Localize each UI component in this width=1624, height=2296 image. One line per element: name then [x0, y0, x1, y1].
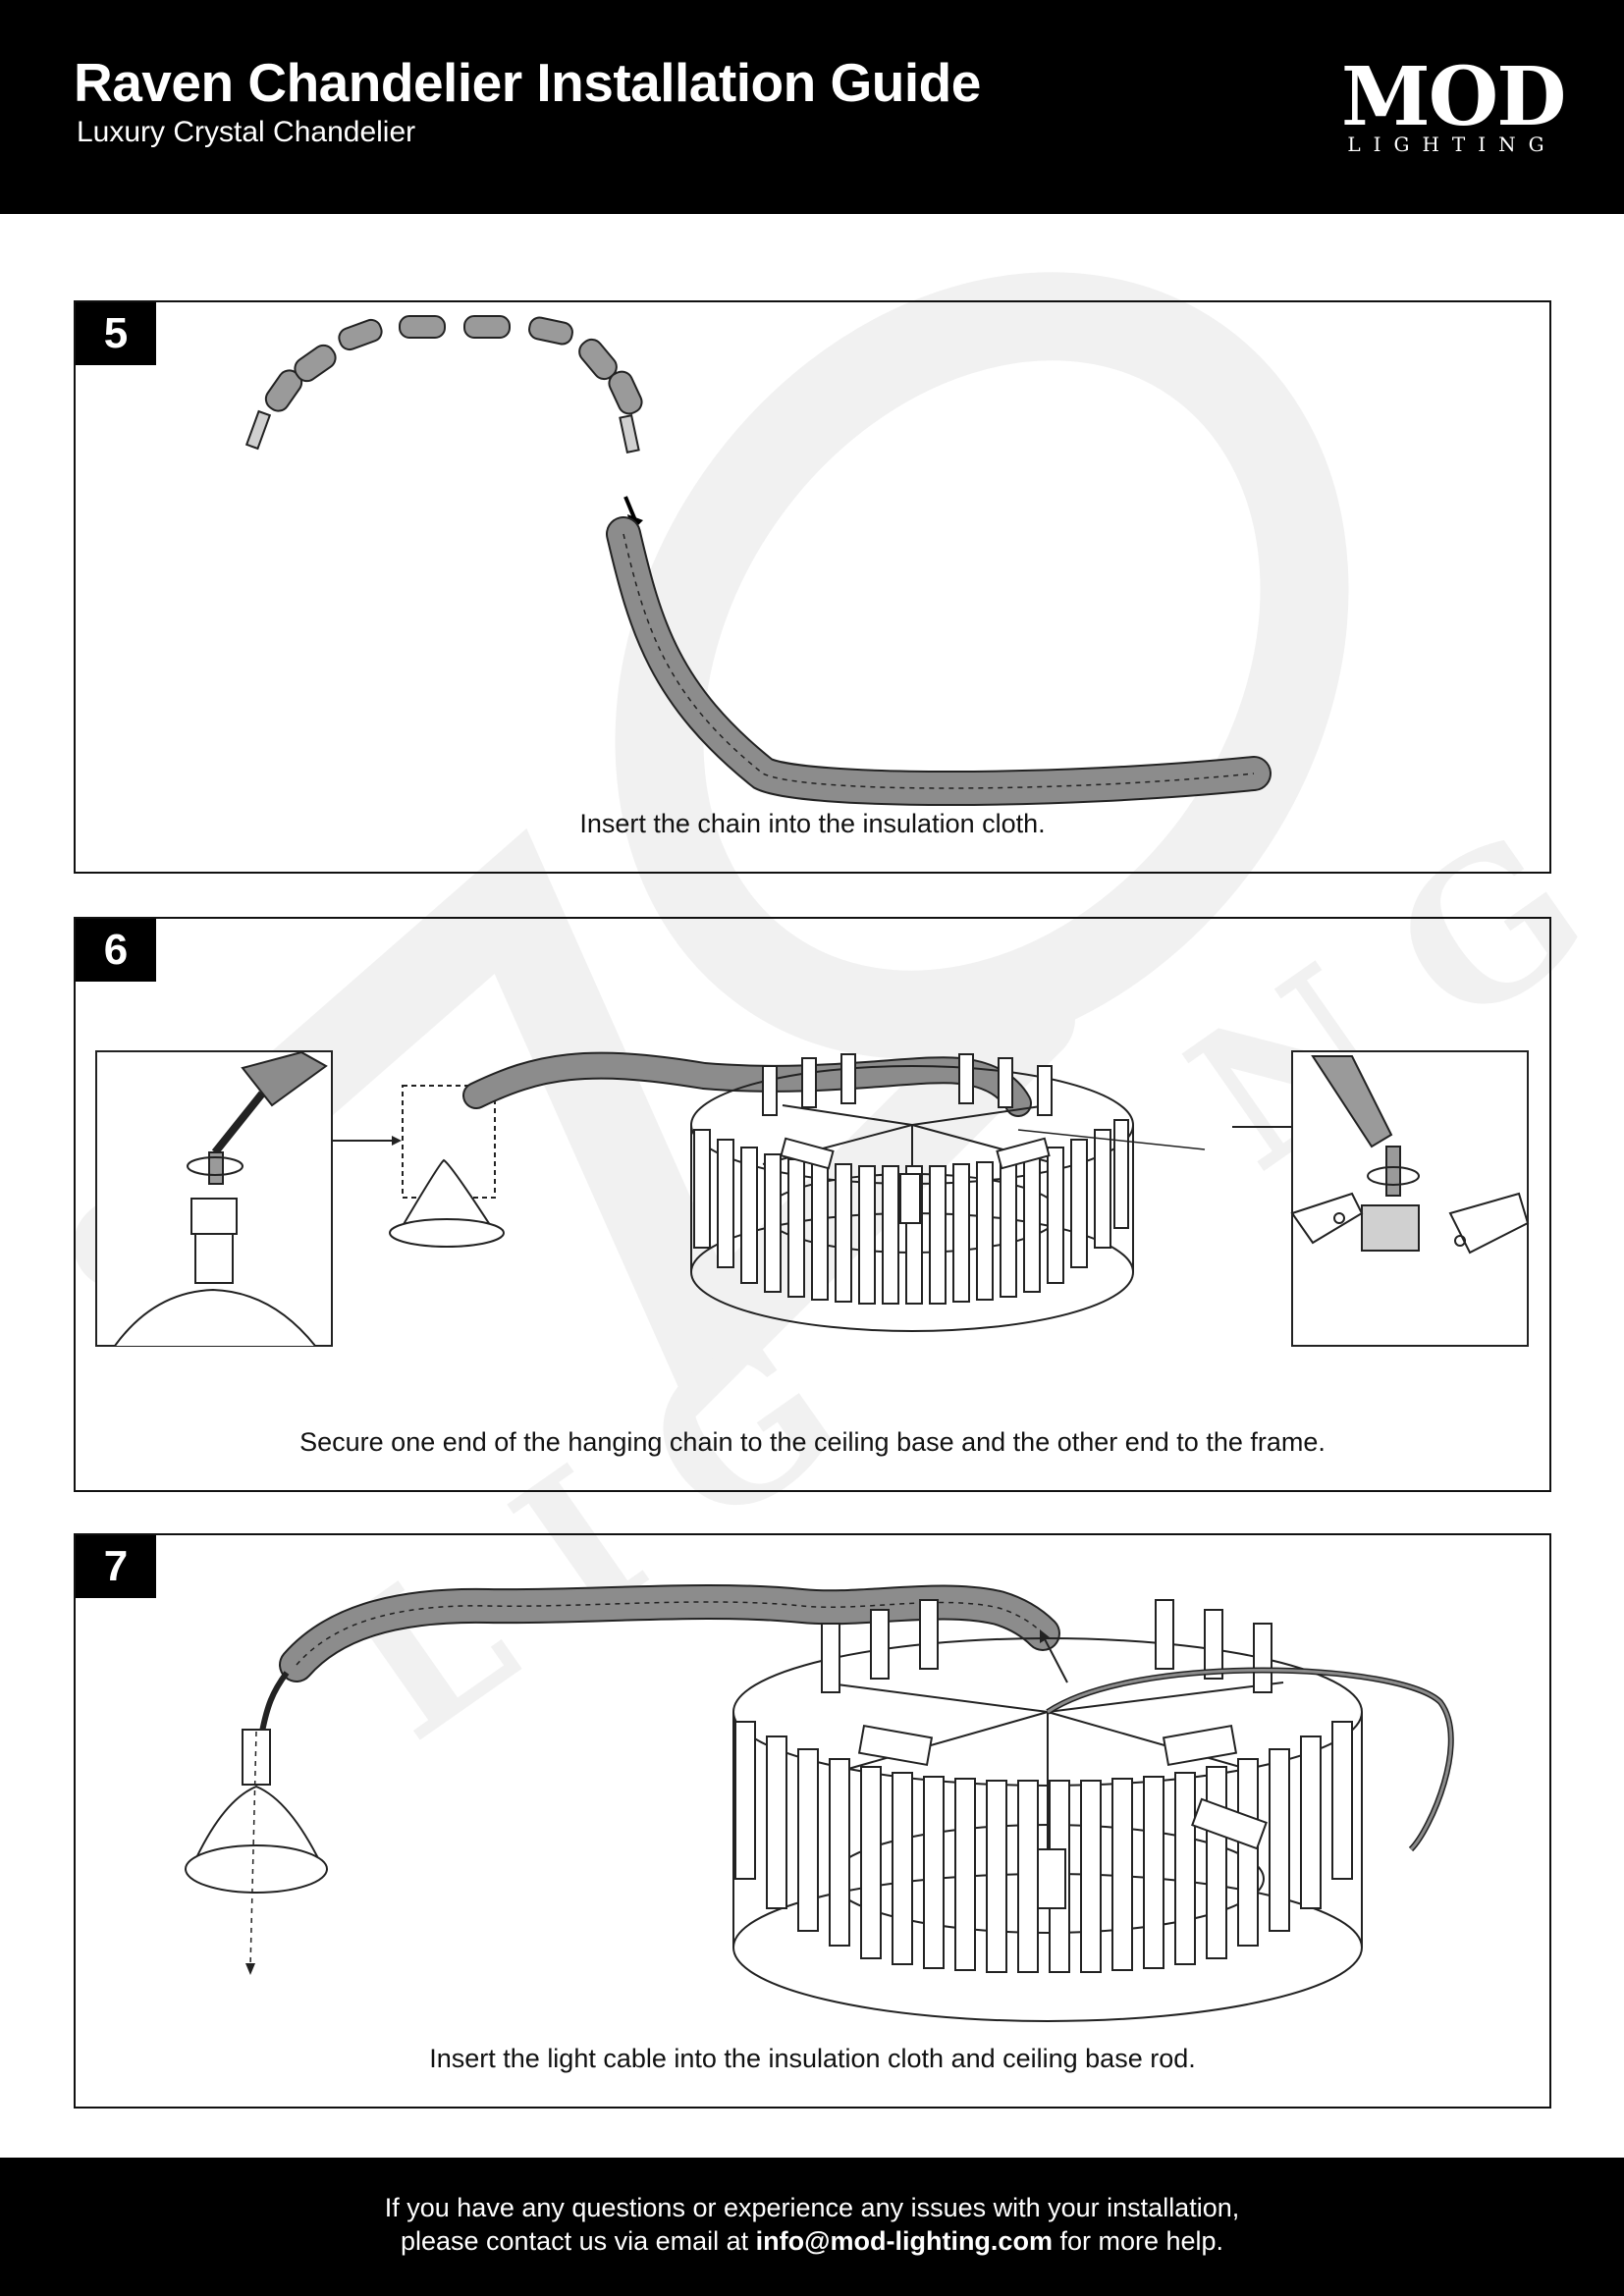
ceiling-base-detail-inset — [95, 1050, 333, 1347]
chain-insertion-illustration — [244, 315, 1272, 806]
page-header: Raven Chandelier Installation Guide Luxu… — [0, 0, 1624, 214]
step-number: 5 — [76, 302, 156, 365]
step-7-panel: 7 — [74, 1533, 1551, 2109]
logo-brand: MOD — [1341, 50, 1566, 144]
step-caption: Secure one end of the hanging chain to t… — [299, 1427, 1326, 1457]
hanging-chain-illustration — [95, 1050, 1530, 1347]
mod-lighting-logo: MOD LIGHTING — [1341, 50, 1566, 162]
support-email-link[interactable]: info@mod-lighting.com — [755, 2226, 1053, 2256]
frame-attachment-detail-inset — [1232, 1050, 1530, 1347]
rotation-arrow-icon — [187, 1156, 244, 1176]
step-caption: Insert the chain into the insulation clo… — [579, 809, 1046, 838]
footer-line-2-prefix: please contact us via email at — [400, 2226, 756, 2256]
footer-line-2-suffix: for more help. — [1052, 2226, 1224, 2256]
step-6-panel: 6 — [74, 917, 1551, 1492]
page-footer: If you have any questions or experience … — [0, 2158, 1624, 2296]
rotation-arrow-icon — [1367, 1166, 1420, 1186]
light-sockets — [780, 1137, 1051, 1224]
logo-tagline: LIGHTING — [1347, 133, 1557, 156]
light-sockets — [857, 1724, 1268, 1909]
footer-line-1: If you have any questions or experience … — [384, 2193, 1240, 2222]
page-title: Raven Chandelier Installation Guide — [74, 52, 981, 113]
chandelier-frame — [732, 1637, 1363, 2022]
crystal-panels — [693, 1053, 1129, 1305]
crystal-panels — [734, 1599, 1353, 1973]
step-number: 6 — [76, 919, 156, 982]
light-cable-illustration — [185, 1583, 1454, 2022]
insert-arrow-icon — [623, 496, 637, 521]
footer-line-2: please contact us via email at info@mod-… — [0, 2226, 1624, 2257]
step-caption: Insert the light cable into the insulati… — [429, 2044, 1196, 2073]
page-subtitle: Luxury Crystal Chandelier — [77, 116, 416, 148]
step-5-panel: 5 Insert the chain into the insulation c… — [74, 300, 1551, 874]
step-number: 7 — [76, 1535, 156, 1598]
